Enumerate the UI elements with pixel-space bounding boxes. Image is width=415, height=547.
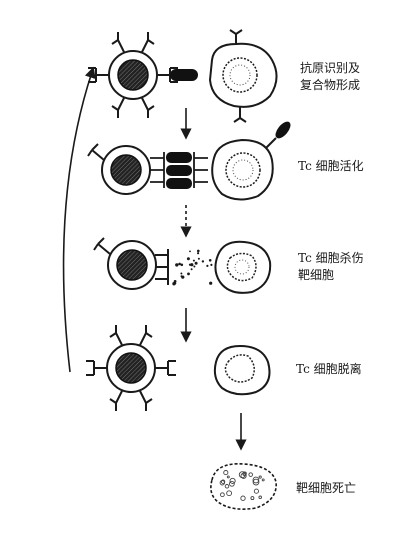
label-stage1-line2: 复合物形成 — [300, 77, 360, 92]
stage4-group — [86, 325, 271, 411]
target-cell-4 — [213, 344, 271, 396]
activated-marker-icon — [265, 121, 291, 149]
cell-debris-icon — [219, 470, 265, 501]
tc-cell-3 — [107, 240, 157, 290]
label-stage2: Tc 细胞活化 — [298, 159, 364, 173]
target-cell-1 — [208, 42, 278, 108]
receptor-cluster-icon — [150, 152, 208, 189]
tc-nucleus-icon — [117, 59, 149, 91]
target-cell-2 — [211, 138, 274, 201]
mhc-marker-icon — [229, 29, 247, 123]
dead-target-cell-icon — [210, 463, 277, 510]
target-cell-3 — [214, 240, 272, 294]
label-stage3-line2: 靶细胞 — [298, 268, 334, 282]
stage3-group — [93, 237, 272, 294]
antigen-complex-icon — [170, 69, 198, 81]
tc-cell-2 — [101, 145, 151, 195]
stage2-group — [87, 121, 291, 201]
label-stage1-line1: 抗原识别及 — [300, 60, 360, 75]
cytotoxic-granules-icon — [172, 249, 213, 286]
label-stage5: 靶细胞死亡 — [296, 481, 356, 495]
stage5-group — [210, 463, 277, 510]
tc-cell-4 — [106, 343, 156, 393]
tc-cell-1 — [108, 50, 158, 100]
label-stage3-line1: Tc 细胞杀伤 — [298, 250, 364, 265]
label-stage4: Tc 细胞脱离 — [296, 361, 362, 376]
target-nucleus-icon — [222, 57, 258, 93]
stage1-group — [88, 29, 278, 123]
recycle-arrow — [62, 66, 96, 373]
